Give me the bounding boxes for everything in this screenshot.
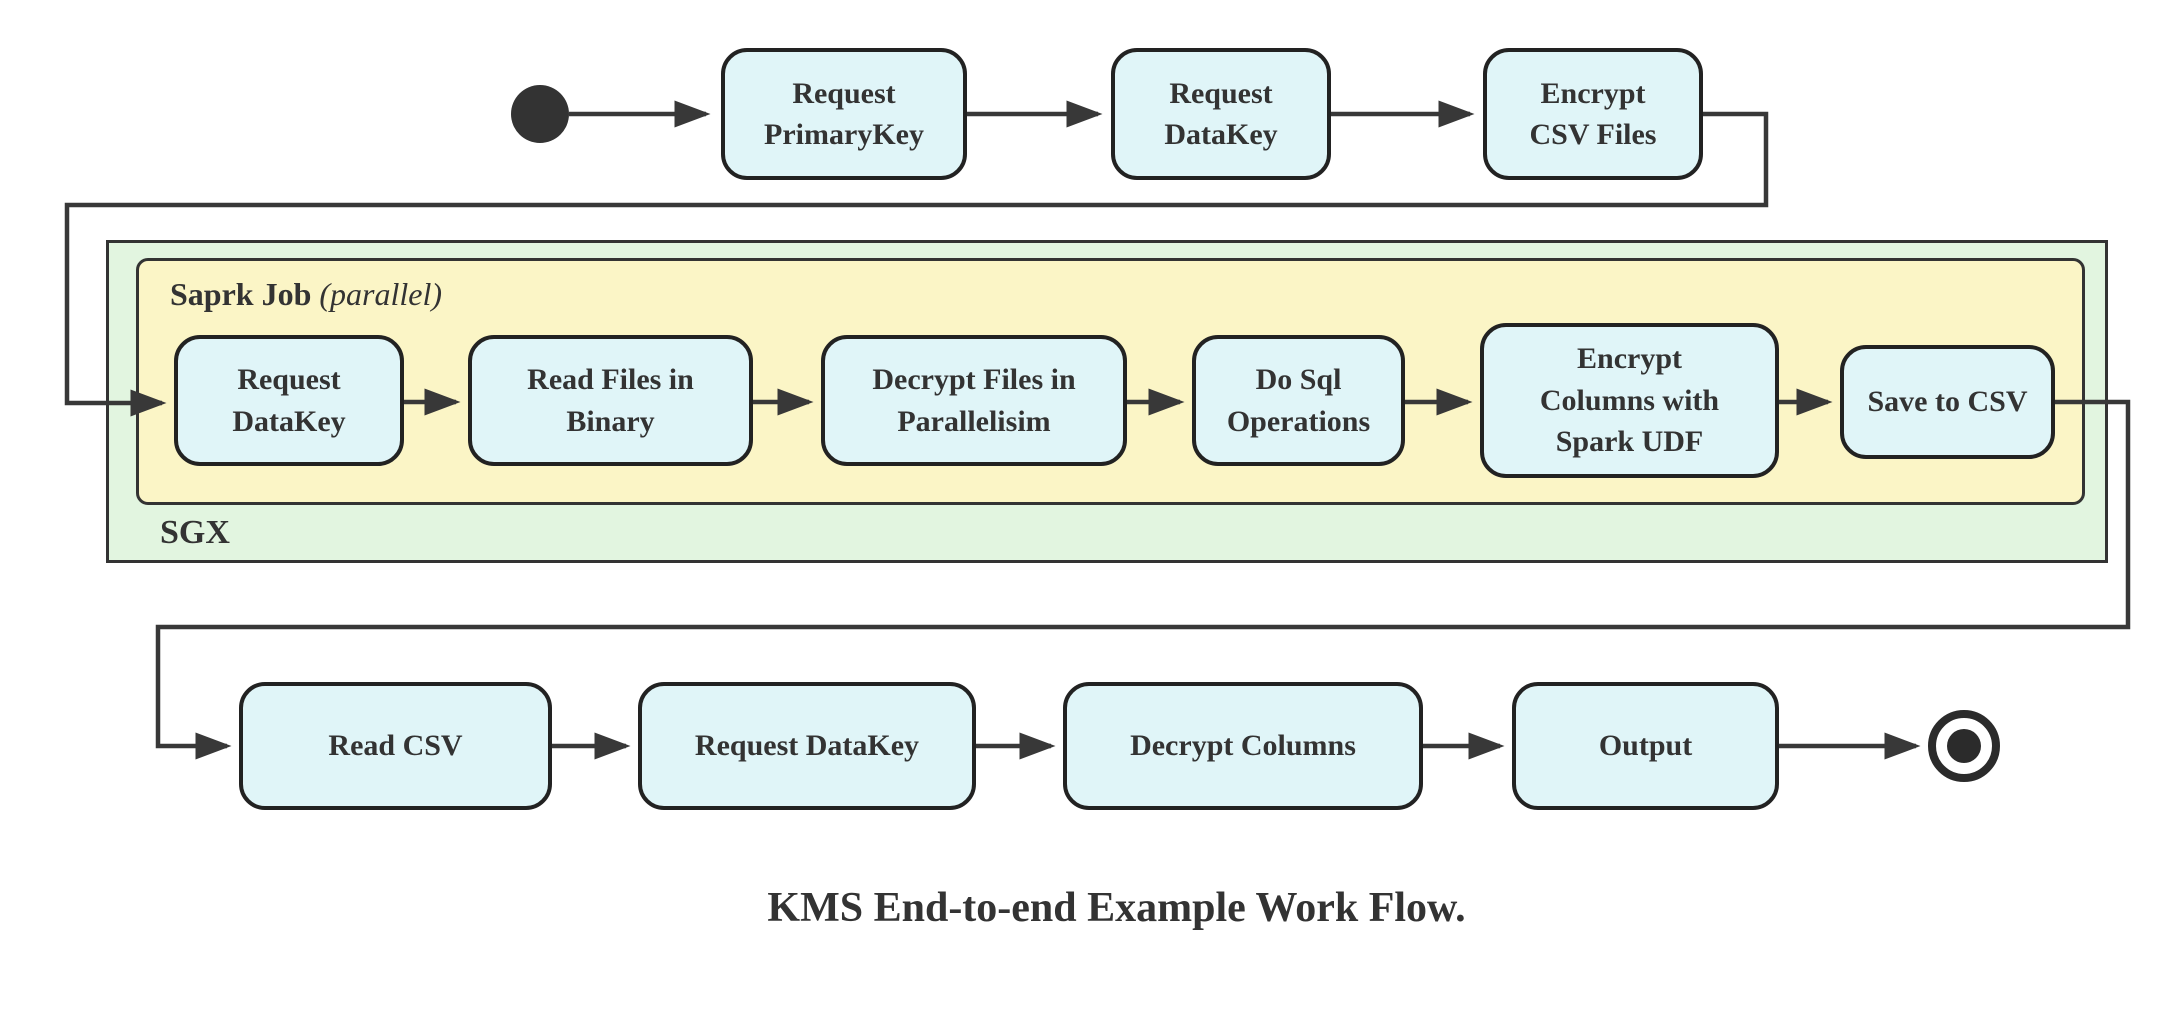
node-decrypt-files-in-parallelisim: Decrypt Files in Parallelisim bbox=[821, 335, 1127, 466]
node-decrypt-columns: Decrypt Columns bbox=[1063, 682, 1423, 810]
node-do-sql-operations: Do Sql Operations bbox=[1192, 335, 1405, 466]
node-encrypt-csv-files: Encrypt CSV Files bbox=[1483, 48, 1703, 180]
spark-job-label: Saprk Job (parallel) bbox=[170, 276, 442, 313]
node-read-files-in-binary: Read Files in Binary bbox=[468, 335, 753, 466]
node-request-datakey-top: Request DataKey bbox=[1111, 48, 1331, 180]
node-encrypt-columns-with-spark-udf: Encrypt Columns with Spark UDF bbox=[1480, 323, 1779, 478]
node-output: Output bbox=[1512, 682, 1779, 810]
node-request-primarykey: Request PrimaryKey bbox=[721, 48, 967, 180]
node-request-datakey-spark: Request DataKey bbox=[174, 335, 404, 466]
start-node bbox=[511, 85, 569, 143]
node-read-csv: Read CSV bbox=[239, 682, 552, 810]
end-node-dot bbox=[1947, 729, 1981, 763]
sgx-label: SGX bbox=[160, 514, 230, 551]
spark-job-title: Saprk Job bbox=[170, 276, 312, 312]
spark-job-qualifier: (parallel) bbox=[319, 276, 443, 312]
end-node bbox=[1928, 710, 2000, 782]
node-request-datakey-bottom: Request DataKey bbox=[638, 682, 976, 810]
node-save-to-csv: Save to CSV bbox=[1840, 345, 2055, 459]
diagram-caption: KMS End-to-end Example Work Flow. bbox=[767, 885, 1466, 931]
